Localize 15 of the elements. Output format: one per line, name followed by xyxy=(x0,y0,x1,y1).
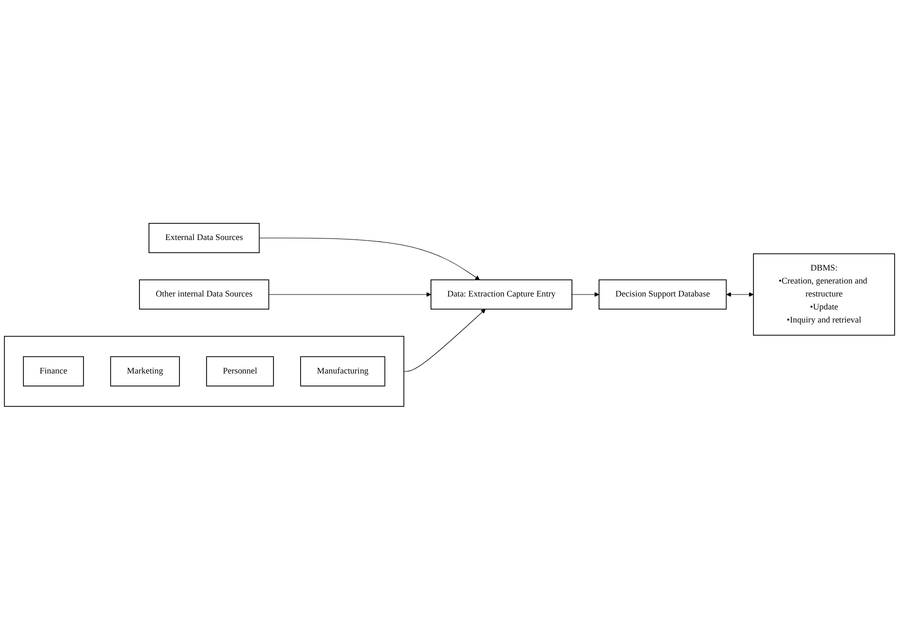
cluster xyxy=(4,336,404,407)
node-box: Data: Extraction Capture Entry xyxy=(430,280,572,310)
node-box: Marketing xyxy=(110,356,180,387)
node-box: External Data Sources xyxy=(148,223,260,254)
arrow xyxy=(726,292,754,298)
node-box: Decision Support Database xyxy=(598,280,727,310)
node-box: DBMS: •Creation, generation and restructure •Update •Inquiry and retrieval xyxy=(753,254,896,336)
node-box: Manufacturing xyxy=(300,356,386,387)
arrow xyxy=(258,238,480,280)
arrow xyxy=(572,292,600,298)
arrow xyxy=(268,292,432,298)
arrow xyxy=(404,309,486,372)
node-box: Other internal Data Sources xyxy=(139,280,270,310)
node-box: Personnel xyxy=(206,356,274,387)
node-box: Finance xyxy=(22,356,84,387)
